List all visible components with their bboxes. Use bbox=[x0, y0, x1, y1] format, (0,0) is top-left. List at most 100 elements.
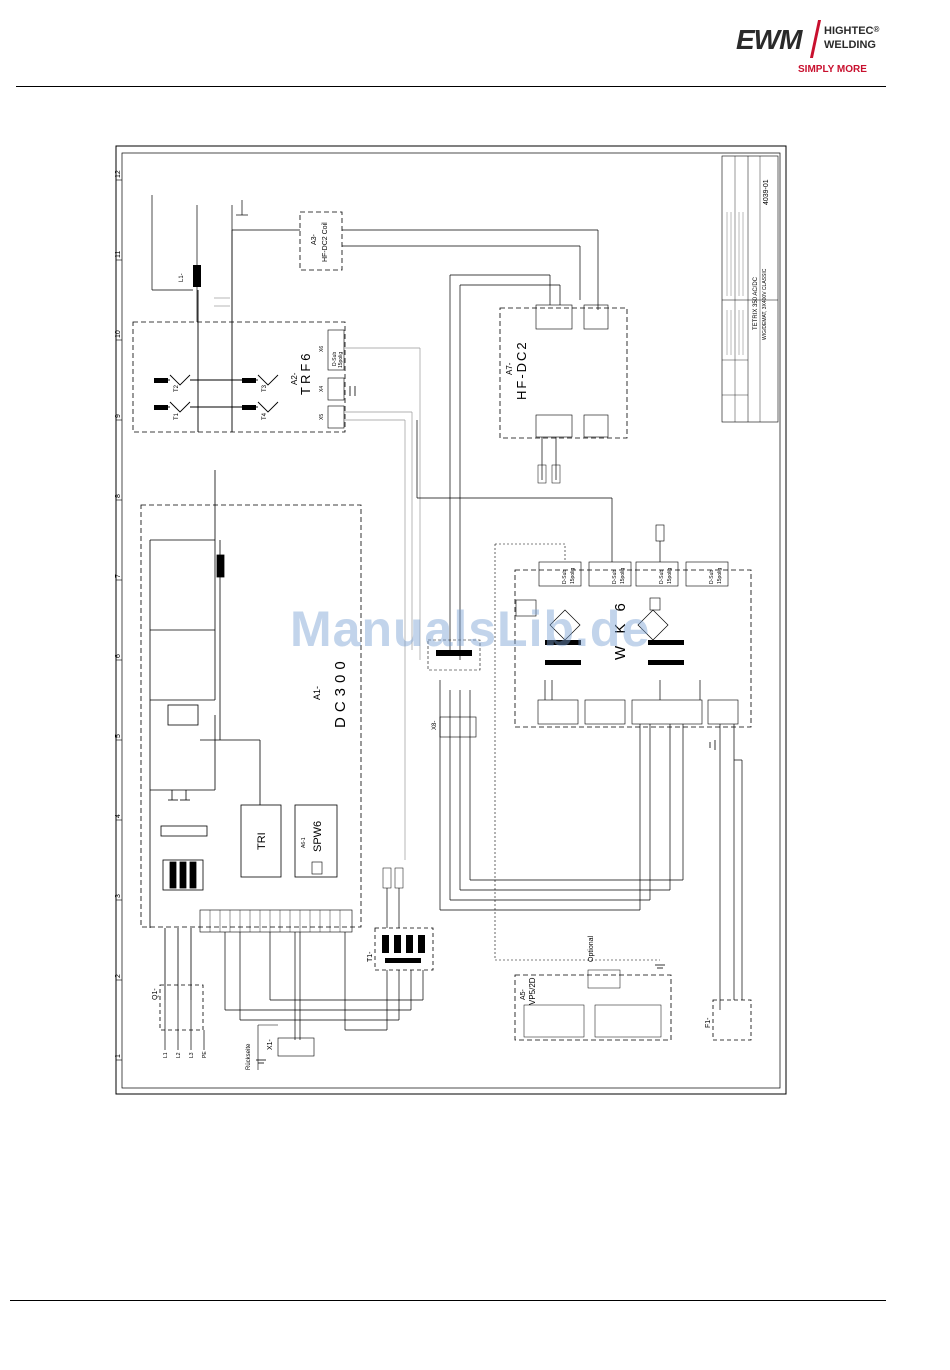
trf6-transistors bbox=[155, 230, 279, 432]
t1-transistor-label: T1 bbox=[174, 412, 180, 420]
x8-relay-box bbox=[427, 639, 481, 671]
t1-windings bbox=[382, 935, 425, 963]
t1-wiring bbox=[224, 888, 424, 1040]
footer-rule bbox=[10, 1300, 886, 1301]
power-stage bbox=[149, 470, 261, 1000]
logo-tagline: SIMPLY MORE bbox=[798, 64, 867, 75]
a7-id: A7- bbox=[505, 362, 514, 375]
top-wiring bbox=[151, 195, 599, 322]
col-6: 6 bbox=[115, 654, 122, 658]
a3-id: A3- bbox=[311, 233, 318, 245]
col-8: 8 bbox=[115, 494, 122, 498]
rueckseite-label: Rückseite bbox=[246, 1043, 252, 1070]
x8-label: X8- bbox=[432, 721, 438, 730]
x6-label: X6 bbox=[319, 346, 325, 352]
a1-terminal-strip bbox=[199, 909, 353, 933]
col-1: 1 bbox=[115, 1054, 122, 1058]
header-rule bbox=[16, 86, 886, 87]
diagram-inner-frame bbox=[121, 152, 781, 1089]
optional-label: Optional bbox=[588, 935, 595, 962]
x6-pin-label: 15polig bbox=[338, 352, 344, 368]
a5-terminals bbox=[523, 1004, 662, 1038]
x5-label: X5 bbox=[319, 414, 325, 420]
t2-transistor-label: T2 bbox=[174, 384, 180, 392]
module-a7-hfdc2 bbox=[499, 307, 628, 439]
x6-connector bbox=[327, 329, 345, 371]
dsub-3-label: D-Sub bbox=[659, 570, 665, 584]
wk6-dsub-connectors bbox=[538, 561, 729, 587]
ground-symbols bbox=[256, 386, 716, 1064]
module-a4-wk6 bbox=[514, 569, 752, 728]
watermark: ManualsLib.de bbox=[290, 601, 651, 657]
module-a5-vp52d bbox=[514, 974, 672, 1041]
a2-id: A2- bbox=[290, 372, 299, 385]
a5-name: VP5/2D bbox=[528, 977, 537, 1005]
dsub-3-pins: 15polig bbox=[667, 568, 673, 584]
col-3: 3 bbox=[115, 894, 122, 898]
x1-connector bbox=[277, 1037, 315, 1057]
l1-coil bbox=[193, 265, 201, 287]
col-7: 7 bbox=[115, 574, 122, 578]
wk6-dsub-labels: D-Sub 15polig D-Sub 15polig D-Sub 15poli… bbox=[562, 568, 723, 584]
col-5: 5 bbox=[115, 734, 122, 738]
t1-fuse-2 bbox=[394, 867, 404, 889]
spw6-id: A6-1 bbox=[301, 837, 307, 848]
x4-connector bbox=[327, 377, 345, 401]
spw6-name: SPW6 bbox=[312, 821, 324, 852]
t1-transformer-box bbox=[374, 927, 434, 971]
diagram-outer-frame bbox=[115, 145, 787, 1095]
spw6-box bbox=[294, 804, 338, 878]
logo-brand: EWM bbox=[736, 24, 802, 55]
col-10: 10 bbox=[115, 330, 122, 338]
a7-wiring bbox=[449, 274, 561, 660]
dsub-4-label: D-Sub bbox=[709, 570, 715, 584]
tri-label: TRI bbox=[256, 832, 268, 850]
x1-label: X1- bbox=[267, 1038, 274, 1050]
input-l1: L1 bbox=[163, 1052, 169, 1058]
product-name: TETRIX 350 AC/DC bbox=[753, 276, 759, 330]
a1-id: A1- bbox=[312, 686, 322, 700]
col-11: 11 bbox=[115, 251, 122, 258]
dsub-4-pins: 15polig bbox=[717, 568, 723, 584]
wk6-transformers bbox=[545, 640, 684, 665]
title-block: 4039-01 TETRIX 350 AC/DC WIG/DEMAT, 3X40… bbox=[721, 155, 779, 423]
wk6-name: W K 6 bbox=[612, 599, 629, 660]
t4-transistor-label: T4 bbox=[262, 412, 268, 420]
dsub-1-pins: 15polig bbox=[570, 568, 576, 584]
a7-fuse-1 bbox=[537, 464, 547, 484]
col-9: 9 bbox=[115, 414, 122, 418]
optional-dashed-link bbox=[494, 543, 660, 961]
f1-fuse-box bbox=[712, 999, 752, 1041]
col-2: 2 bbox=[115, 974, 122, 978]
input-l3: L3 bbox=[189, 1052, 195, 1058]
grey-wiring bbox=[214, 297, 421, 860]
dsub-2-label: D-Sub bbox=[612, 570, 618, 584]
q1-switch-box bbox=[159, 984, 204, 1031]
dsub-1-label: D-Sub bbox=[562, 570, 568, 584]
tri-box bbox=[240, 804, 282, 878]
product-variant: WIG/DEMAT, 3X400V CLASSIC bbox=[762, 268, 768, 340]
a7-fuse-2 bbox=[551, 464, 561, 484]
module-a3-coil bbox=[299, 211, 343, 271]
trf6-transistor-labels: T1 T2 T3 T4 bbox=[174, 384, 268, 420]
spw6-connector bbox=[311, 861, 323, 875]
q1-label: Q1- bbox=[152, 988, 159, 1000]
mains-inputs bbox=[164, 1000, 205, 1050]
a1-name: DC300 bbox=[332, 656, 349, 728]
a7-connectors bbox=[535, 304, 609, 438]
logo-line-1-text: HIGHTEC bbox=[824, 25, 874, 37]
column-ticks bbox=[116, 179, 122, 1061]
input-l2: L2 bbox=[176, 1052, 182, 1058]
wk6-terminal-blocks bbox=[515, 524, 739, 725]
column-numbers: 1 2 3 4 5 6 7 8 9 10 11 12 bbox=[115, 170, 122, 1058]
a5-valve bbox=[587, 969, 621, 989]
x4-label: X4 bbox=[319, 386, 325, 392]
a5-id: A5- bbox=[520, 988, 527, 1000]
t1-fuse-1 bbox=[382, 867, 392, 889]
mains-input-labels: L1 L2 L3 PE bbox=[163, 1051, 208, 1058]
trf6-blocks bbox=[154, 378, 256, 410]
l1-label: L1- bbox=[179, 273, 185, 282]
module-a1-dc300 bbox=[140, 504, 362, 928]
drawing-number: 4039-01 bbox=[763, 179, 770, 205]
